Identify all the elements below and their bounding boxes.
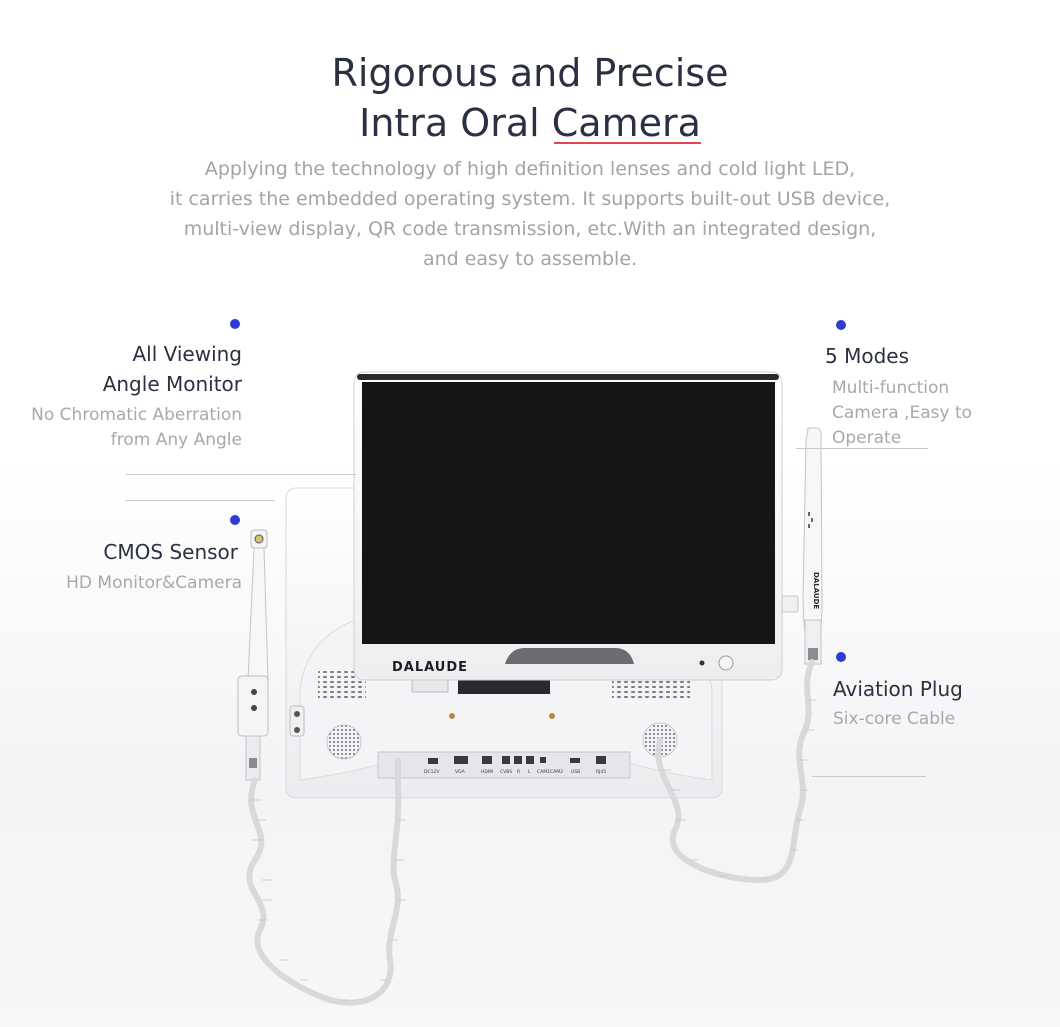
monitor: DALAUDE bbox=[353, 371, 783, 681]
plug-feature-desc: Six-core Cable bbox=[833, 709, 956, 729]
power-button-icon bbox=[718, 655, 734, 671]
port-label: DC12V bbox=[424, 769, 440, 775]
modes-feature-desc-line: Operate bbox=[832, 428, 902, 448]
intro-line-2: it carries the embedded operating system… bbox=[169, 188, 891, 210]
monitor-feature-title-line: Angle Monitor bbox=[102, 372, 242, 396]
handpiece-brand-logo: DALAUDE bbox=[812, 572, 820, 609]
modes-feature-desc-line: Multi-function bbox=[832, 378, 950, 398]
monitor-feature-title-line: All Viewing bbox=[132, 342, 242, 366]
monitor-feature-leader-line bbox=[126, 474, 356, 475]
monitor-feature-title: All Viewing Angle Monitor bbox=[40, 339, 242, 399]
port-label: R bbox=[517, 769, 520, 775]
modes-feature-dot bbox=[836, 320, 846, 330]
plug-feature-leader-line bbox=[812, 776, 926, 777]
modes-feature-desc-line: Camera ,Easy to bbox=[832, 403, 973, 423]
intro-line-3: multi-view display, QR code transmission… bbox=[183, 218, 877, 240]
right-handpiece: DALAUDE bbox=[781, 427, 823, 665]
port-label: USB bbox=[571, 769, 580, 775]
cmos-feature-dot bbox=[230, 515, 240, 525]
monitor-screen bbox=[362, 382, 775, 644]
monitor-feature-desc-line: No Chromatic Aberration bbox=[31, 405, 242, 425]
plug-feature-dot bbox=[836, 652, 846, 662]
monitor-brand-logo: DALAUDE bbox=[392, 660, 468, 675]
modes-feature-desc: Multi-function Camera ,Easy to Operate bbox=[832, 376, 1032, 451]
monitor-feature-desc-line: from Any Angle bbox=[110, 430, 242, 450]
title-prefix: Intra Oral bbox=[359, 101, 552, 145]
port-label: HDMI bbox=[481, 769, 493, 775]
monitor-feature-desc: No Chromatic Aberration from Any Angle bbox=[0, 403, 242, 453]
port-label: CAM2 bbox=[550, 769, 563, 775]
intro-line-1: Applying the technology of high definiti… bbox=[204, 158, 856, 180]
page-title-line-2: Intra Oral Camera bbox=[0, 98, 1060, 148]
modes-feature-title: 5 Modes bbox=[825, 344, 909, 368]
plug-feature-title: Aviation Plug bbox=[833, 677, 963, 701]
title-underlined-word: Camera bbox=[552, 98, 702, 148]
port-label: CVBS bbox=[500, 769, 512, 775]
port-label: VGA bbox=[455, 769, 466, 775]
cmos-feature-title: CMOS Sensor bbox=[103, 540, 238, 564]
left-handpiece bbox=[237, 529, 305, 781]
port-label: L bbox=[528, 769, 531, 775]
coiled-cables bbox=[246, 659, 815, 1006]
cmos-feature-desc: HD Monitor&Camera bbox=[66, 573, 242, 593]
divider-line bbox=[126, 500, 274, 501]
monitor-feature-dot bbox=[230, 319, 240, 329]
page-title-line-1: Rigorous and Precise bbox=[331, 51, 729, 95]
intro-line-4: and easy to assemble. bbox=[422, 248, 638, 270]
port-label: RJ45 bbox=[596, 769, 606, 775]
modes-feature-leader-line bbox=[796, 448, 928, 449]
port-label: CAM1 bbox=[537, 769, 550, 775]
